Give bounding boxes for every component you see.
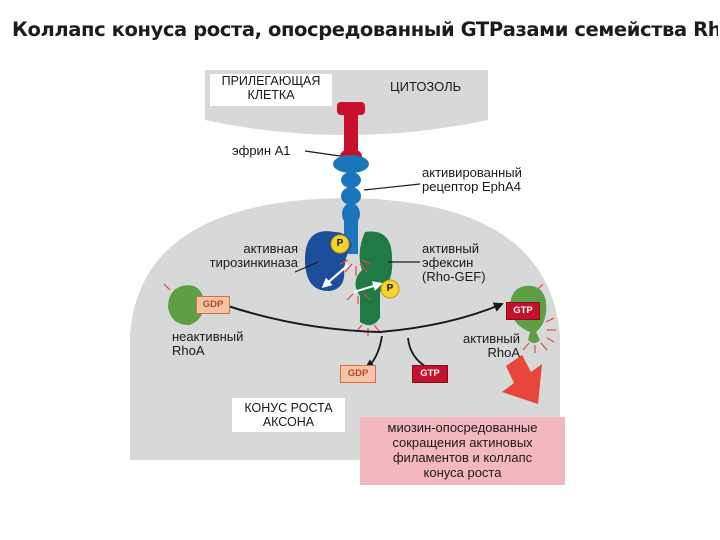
gdp-tag-bottom: GDP: [340, 365, 376, 383]
receptor-label: активированный рецептор EphA4: [422, 165, 522, 194]
rhoa-inactive: [168, 285, 205, 326]
adjacent-cell-label: ПРИЛЕГАЮЩАЯ КЛЕТКА: [210, 74, 332, 106]
activity-sparks: [163, 259, 556, 353]
gtp-tag-right: GTP: [506, 302, 540, 320]
inactive-rhoa-label: неактивный RhoA: [172, 329, 244, 358]
gdp-tag-left: GDP: [196, 296, 230, 314]
leader-lines: [294, 150, 421, 273]
cytosol-label: ЦИТОЗОЛЬ: [390, 79, 462, 94]
result-box: миозин-опосредованные сокращения актинов…: [360, 417, 565, 485]
collapse-arrow: [502, 355, 542, 404]
gtp-tag-bottom: GTP: [412, 365, 448, 383]
active-rhoa-label: активный RhoA: [463, 331, 520, 360]
slide-title: Коллапс конуса роста, опосредованный GTP…: [12, 18, 718, 41]
kinase-label: активная тирозинкиназа: [209, 241, 298, 270]
phosphate-1: [330, 234, 350, 254]
ephexin-gef: [355, 231, 393, 326]
phosphate-label-1: P: [336, 238, 344, 249]
growth-cone-label: КОНУС РОСТА АКСОНА: [232, 398, 345, 432]
ephexin-label: активный эфексин (Rho-GEF): [422, 241, 486, 284]
kinase-arrow-2: [353, 281, 383, 294]
epha4-receptor: [333, 155, 369, 254]
kinase-arrow-1: [321, 264, 349, 288]
ephrin-label: эфрин А1: [232, 143, 291, 158]
activation-path: [224, 302, 504, 334]
phosphate-label-2: P: [386, 283, 394, 294]
